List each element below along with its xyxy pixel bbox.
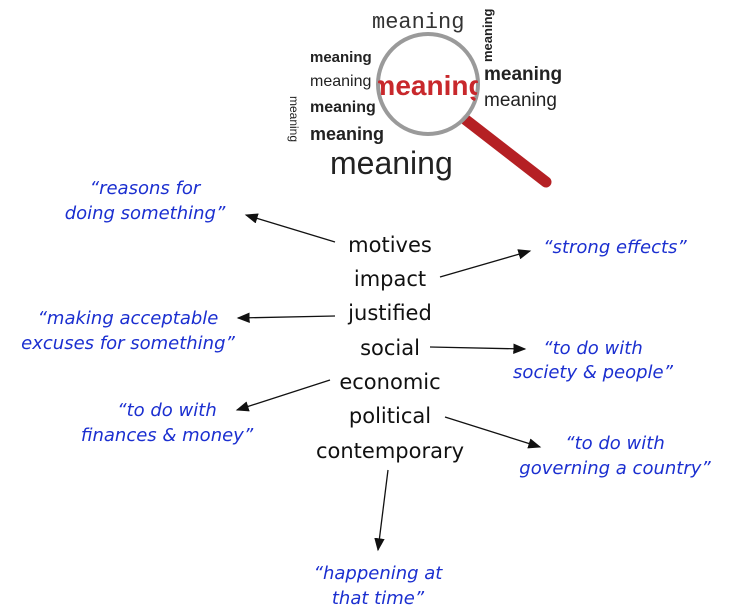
definition-contemporary-line2: that time” — [332, 588, 425, 609]
illustration-word: meaning — [310, 49, 372, 66]
arrow-political — [444, 416, 542, 449]
arrow-impact — [439, 249, 532, 278]
term-economic: economic — [339, 370, 440, 394]
definition-economic-line2: finances & money” — [81, 425, 254, 446]
magnified-word: meaning — [370, 70, 485, 101]
definition-economic-line1: “to do with — [117, 400, 216, 421]
illustration-word: meaning — [372, 10, 464, 35]
arrow-economic — [235, 379, 331, 412]
definition-justified-line1: “making acceptable — [38, 308, 219, 329]
term-motives: motives — [348, 233, 432, 257]
definition-contemporary-line1: “happening at — [314, 563, 444, 584]
term-justified: justified — [347, 301, 432, 325]
arrow-contemporary — [374, 469, 389, 552]
term-political: political — [349, 404, 431, 428]
definition-political-line1: “to do with — [565, 433, 664, 454]
illustration-word: meaning — [310, 124, 384, 144]
definition-social-line1: “to do with — [543, 338, 642, 359]
arrow-justified — [236, 312, 336, 323]
term-impact: impact — [354, 267, 426, 291]
illustration-word: meaning — [480, 8, 495, 62]
illustration-word: meaning — [484, 64, 562, 85]
definition-motives-line1: “reasons for — [90, 178, 202, 199]
illustration-word: meaning — [330, 145, 453, 181]
illustration-word: meaning — [310, 99, 376, 116]
term-contemporary: contemporary — [316, 439, 464, 463]
definition-motives-line2: doing something” — [65, 203, 226, 224]
illustration-word: meaning — [484, 90, 557, 111]
arrow-social — [429, 343, 527, 354]
magnifier-handle — [460, 114, 552, 188]
illustration-word: meaning — [287, 96, 301, 142]
definition-justified-line2: excuses for something” — [21, 333, 235, 354]
magnifier-lens — [376, 32, 480, 136]
term-social: social — [360, 336, 420, 360]
arrow-motives — [244, 213, 336, 243]
meaning-magnifier-illustration: meaning meaning meaning meaning meaning … — [287, 8, 562, 188]
definition-political-line2: governing a country” — [519, 458, 711, 479]
definition-impact: “strong effects” — [543, 237, 687, 258]
definition-social-line2: society & people” — [513, 362, 674, 383]
illustration-word: meaning — [310, 73, 371, 90]
